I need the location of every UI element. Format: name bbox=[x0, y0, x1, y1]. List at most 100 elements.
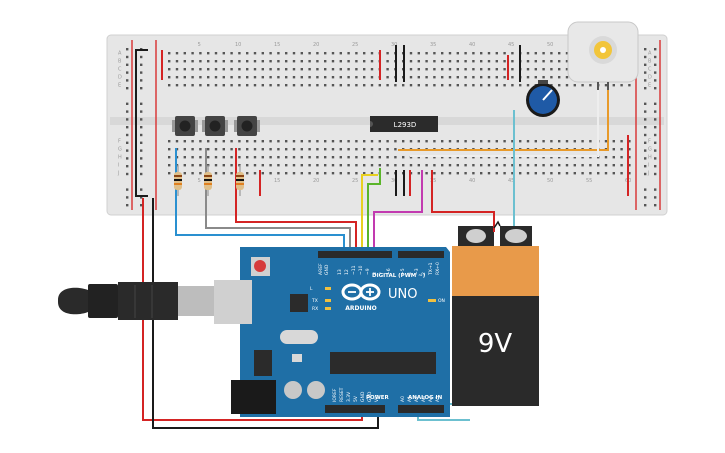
breadboard-hole bbox=[168, 60, 171, 63]
breadboard-hole bbox=[168, 52, 171, 55]
pushbutton[interactable] bbox=[172, 116, 198, 136]
breadboard-hole bbox=[331, 172, 335, 175]
breadboard-hole bbox=[433, 156, 436, 159]
breadboard-hole bbox=[269, 164, 272, 167]
breadboard-hole bbox=[573, 140, 576, 143]
rail-hole bbox=[654, 118, 657, 121]
breadboard-hole bbox=[433, 60, 436, 63]
breadboard-hole bbox=[347, 172, 350, 175]
breadboard-hole bbox=[612, 140, 615, 143]
breadboard-hole bbox=[620, 148, 623, 151]
breadboard-hole bbox=[292, 76, 296, 79]
digital-header-label: DIGITAL (PWM ~) bbox=[372, 273, 426, 279]
breadboard-hole bbox=[207, 84, 210, 87]
row-letter: B bbox=[648, 59, 652, 65]
breadboard-hole bbox=[534, 156, 537, 159]
rail-hole bbox=[140, 71, 143, 74]
rail-hole bbox=[140, 110, 143, 113]
column-number: 25 bbox=[352, 178, 358, 184]
breadboard-hole bbox=[542, 172, 545, 175]
breadboard-hole bbox=[378, 84, 381, 87]
breadboard-hole bbox=[277, 164, 280, 167]
breadboard-hole bbox=[300, 148, 303, 151]
breadboard-hole bbox=[519, 84, 522, 87]
rail-hole bbox=[654, 141, 657, 144]
breadboard-hole bbox=[386, 148, 389, 151]
breadboard-hole bbox=[199, 164, 202, 167]
breadboard-hole bbox=[316, 60, 319, 63]
breadboard-hole bbox=[214, 172, 218, 175]
wires-top bbox=[493, 212, 501, 232]
potentiometer[interactable] bbox=[526, 80, 560, 117]
breadboard-hole bbox=[285, 164, 288, 167]
breadboard-hole bbox=[589, 164, 592, 167]
breadboard-hole bbox=[300, 68, 303, 71]
breadboard-hole bbox=[386, 76, 389, 79]
rail-hole bbox=[644, 118, 647, 121]
rail-hole bbox=[644, 172, 647, 176]
rail-hole bbox=[644, 87, 647, 90]
breadboard-hole bbox=[175, 68, 179, 71]
wires bbox=[135, 45, 629, 429]
breadboard-hole bbox=[253, 84, 257, 87]
breadboard-hole bbox=[370, 84, 374, 87]
breadboard-hole bbox=[604, 172, 608, 175]
breadboard-hole bbox=[285, 84, 288, 87]
digital-pin-label: 8 bbox=[372, 272, 378, 275]
atmega-chip bbox=[330, 352, 436, 374]
breadboard-hole bbox=[168, 68, 171, 71]
breadboard-hole bbox=[269, 68, 272, 71]
breadboard-hole bbox=[402, 156, 405, 159]
breadboard-hole bbox=[246, 164, 249, 167]
column-number: 25 bbox=[352, 42, 358, 48]
breadboard-hole bbox=[456, 140, 459, 143]
breadboard-hole bbox=[511, 68, 514, 71]
breadboard-hole bbox=[168, 84, 171, 87]
led-label-rx: RX bbox=[312, 306, 318, 312]
breadboard-hole bbox=[207, 76, 210, 79]
pushbutton[interactable] bbox=[202, 116, 228, 136]
breadboard-hole bbox=[183, 68, 186, 71]
power-pin-label: Vin bbox=[374, 395, 380, 402]
pushbutton[interactable] bbox=[234, 116, 260, 136]
ic-l293d: L293D bbox=[370, 116, 438, 132]
breadboard-hole bbox=[285, 156, 288, 159]
digital-pin-label: ~9 bbox=[365, 268, 371, 275]
breadboard-hole bbox=[433, 140, 436, 143]
power-pin-label: 3.3V bbox=[346, 391, 352, 402]
breadboard-hole bbox=[526, 164, 530, 167]
breadboard-hole bbox=[277, 172, 280, 175]
breadboard-hole bbox=[253, 156, 257, 159]
breadboard-hole bbox=[620, 140, 623, 143]
breadboard-hole bbox=[277, 84, 280, 87]
breadboard-hole bbox=[199, 76, 202, 79]
breadboard-hole bbox=[558, 84, 561, 87]
breadboard-hole bbox=[472, 84, 475, 87]
column-number: 30 bbox=[391, 178, 397, 184]
breadboard-hole bbox=[565, 68, 569, 71]
row-letter: G bbox=[648, 147, 652, 153]
breadboard-hole bbox=[565, 60, 569, 63]
rail-hole bbox=[644, 141, 647, 144]
breadboard-hole bbox=[191, 68, 194, 71]
breadboard-hole bbox=[246, 68, 249, 71]
breadboard-hole bbox=[214, 60, 218, 63]
breadboard-hole bbox=[175, 60, 179, 63]
breadboard-hole bbox=[339, 68, 342, 71]
rail-hole bbox=[654, 204, 657, 207]
wire-yellow bbox=[361, 174, 378, 252]
rail-hole bbox=[654, 79, 657, 82]
wire-magenta bbox=[373, 170, 423, 252]
rail-hole bbox=[654, 157, 657, 160]
breadboard-hole bbox=[316, 76, 319, 79]
row-letter: E bbox=[118, 83, 121, 89]
resistor bbox=[236, 165, 244, 196]
breadboard-hole bbox=[526, 84, 530, 87]
breadboard-hole bbox=[456, 172, 459, 175]
capacitor bbox=[307, 381, 325, 399]
analog-header bbox=[398, 405, 444, 413]
breadboard-hole bbox=[347, 148, 350, 151]
breadboard-hole bbox=[292, 164, 296, 167]
breadboard-hole bbox=[331, 60, 335, 63]
breadboard-hole bbox=[433, 76, 436, 79]
